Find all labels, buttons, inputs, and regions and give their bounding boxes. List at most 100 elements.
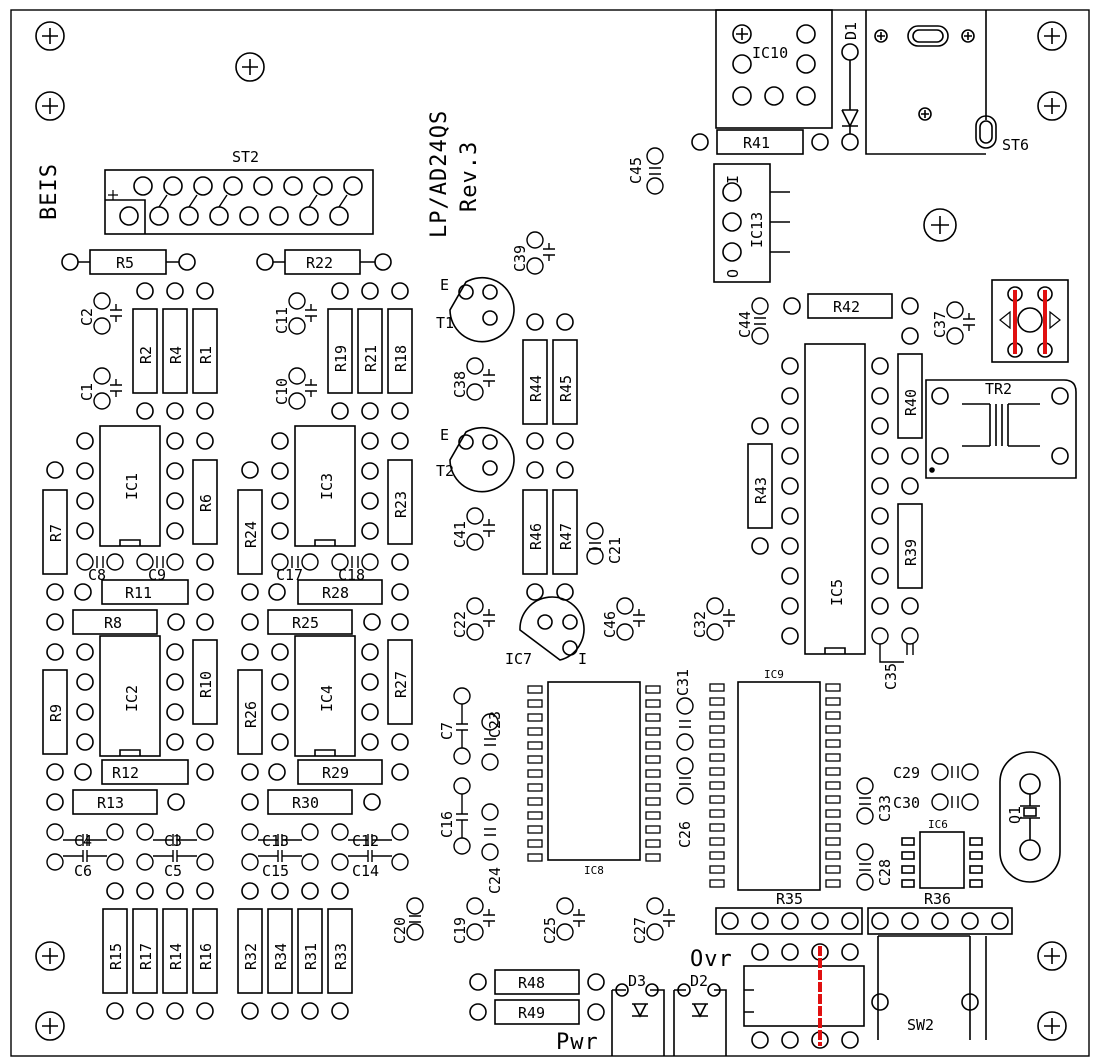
svg-text:R41: R41 — [743, 134, 770, 152]
module-ic10: IC10 — [715, 9, 833, 129]
regulator-ic7: IC7 I — [505, 596, 587, 668]
pwr-label: Pwr — [556, 1030, 599, 1055]
switch-sw2[interactable]: SW2 — [871, 935, 987, 1040]
svg-text:C1: C1 — [78, 383, 96, 401]
capacitor-c18: C18 — [331, 553, 379, 584]
capacitor-c19: C19 — [451, 897, 495, 944]
svg-text:C44: C44 — [736, 311, 754, 338]
resistor-r31: R31 — [297, 882, 323, 1020]
svg-text:R24: R24 — [242, 521, 260, 548]
capacitor-c15: C15 — [241, 850, 319, 880]
svg-text:R14: R14 — [167, 943, 185, 970]
ic-ic6: IC6 — [901, 818, 983, 889]
svg-text:R11: R11 — [125, 584, 152, 602]
svg-text:R25: R25 — [292, 614, 319, 632]
svg-text:R34: R34 — [272, 943, 290, 970]
ic-ic5: IC5 — [781, 343, 889, 655]
capacitor-c10: C10 — [273, 367, 317, 410]
capacitor-c16: C16 — [438, 777, 471, 855]
transistor-t2: E T2 — [436, 426, 515, 493]
capacitor-c25: C25 — [541, 897, 585, 944]
resistor-r29: R29 — [268, 759, 409, 785]
svg-text:R31: R31 — [302, 943, 320, 970]
capacitor-c2: C2 — [78, 292, 122, 335]
resistor-r30: R30 — [241, 789, 381, 815]
capacitor-c28: C28 — [856, 843, 894, 891]
resistor-r2: R2 — [132, 282, 158, 420]
svg-text:D3: D3 — [628, 972, 646, 990]
capacitor-c32: C32 — [691, 597, 735, 641]
resistor-r47: R47 — [552, 461, 578, 601]
resistor-r24: R24 — [237, 461, 263, 601]
horizontal-resistors: R5 R22 R11 R28 R8 R25 R12 R29 R13 R30 R4… — [46, 129, 919, 1025]
board-outline — [10, 9, 1090, 1057]
svg-text:C23: C23 — [486, 711, 504, 738]
svg-text:C20: C20 — [391, 917, 409, 944]
capacitor-c13: C13 — [241, 823, 319, 850]
transformer-tr2: TR2 — [925, 379, 1077, 479]
svg-text:R23: R23 — [392, 491, 410, 518]
resistor-r16: R16 — [192, 882, 218, 1020]
regulator-ic13: IC13 I O — [713, 163, 790, 283]
resistor-r44: R44 — [522, 313, 548, 450]
resistor-network-r36: R36 — [867, 890, 1013, 935]
transistor-t1: E T1 — [436, 276, 515, 343]
resistor-r32: R32 — [237, 882, 263, 1020]
svg-text:TR2: TR2 — [985, 380, 1012, 398]
mounting-hole — [1037, 941, 1067, 971]
capacitor-c22: C22 — [451, 597, 495, 641]
svg-text:R33: R33 — [332, 943, 350, 970]
resistor-r19: R19 — [327, 282, 353, 420]
resistor-r40: R40 — [897, 327, 923, 465]
resistor-r5: R5 — [61, 249, 196, 275]
crystal-q1: Q1 — [999, 751, 1061, 883]
header-ovr[interactable] — [743, 943, 865, 1049]
resistor-network-r35: R35 — [715, 890, 863, 935]
svg-text:IC4: IC4 — [318, 685, 336, 712]
led-d2: D2 — [673, 972, 727, 1056]
capacitor-c35: C35 — [871, 627, 919, 690]
capacitor-c9: C9 — [136, 553, 184, 584]
svg-text:T1: T1 — [436, 314, 454, 332]
svg-text:Q1: Q1 — [1006, 806, 1024, 824]
capacitor-c6: C6 — [46, 850, 124, 880]
resistor-r34: R34 — [267, 882, 293, 1020]
resistor-r18: R18 — [387, 282, 413, 420]
svg-text:C37: C37 — [931, 311, 949, 338]
capacitor-c26: C26 — [676, 757, 694, 848]
header-st2[interactable]: ST2 — [104, 148, 374, 235]
svg-text:R48: R48 — [518, 974, 545, 992]
resistor-r21: R21 — [357, 282, 383, 420]
svg-text:C4: C4 — [74, 832, 92, 850]
svg-text:R30: R30 — [292, 794, 319, 812]
svg-text:C39: C39 — [511, 245, 529, 272]
svg-text:C28: C28 — [876, 859, 894, 886]
capacitor-c44: C44 — [736, 297, 769, 345]
svg-text:C15: C15 — [262, 862, 289, 880]
svg-text:C18: C18 — [338, 566, 365, 584]
svg-text:I: I — [578, 650, 587, 668]
svg-text:C5: C5 — [164, 862, 182, 880]
mounting-holes — [35, 21, 1067, 1041]
capacitor-c11: C11 — [273, 292, 317, 335]
resistor-r9: R9 — [42, 643, 68, 781]
jumper-block[interactable] — [991, 279, 1069, 363]
capacitor-c29: C29 — [893, 763, 979, 782]
resistor-r45: R45 — [552, 313, 578, 450]
svg-text:R27: R27 — [392, 671, 410, 698]
resistor-r11: R11 — [74, 579, 214, 605]
ovr-label: Ovr — [690, 947, 733, 972]
svg-text:R28: R28 — [322, 584, 349, 602]
resistor-r46: R46 — [522, 461, 548, 601]
mounting-hole — [35, 91, 65, 121]
svg-text:R36: R36 — [924, 890, 951, 908]
svg-text:IC6: IC6 — [928, 818, 948, 831]
capacitor-c33: C33 — [856, 777, 894, 825]
svg-text:C12: C12 — [352, 832, 379, 850]
led-d3: D3 — [611, 972, 665, 1056]
svg-text:C3: C3 — [164, 832, 182, 850]
svg-text:C38: C38 — [451, 371, 469, 398]
capacitor-c17: C17 — [271, 553, 319, 584]
label-st2: ST2 — [232, 148, 259, 166]
